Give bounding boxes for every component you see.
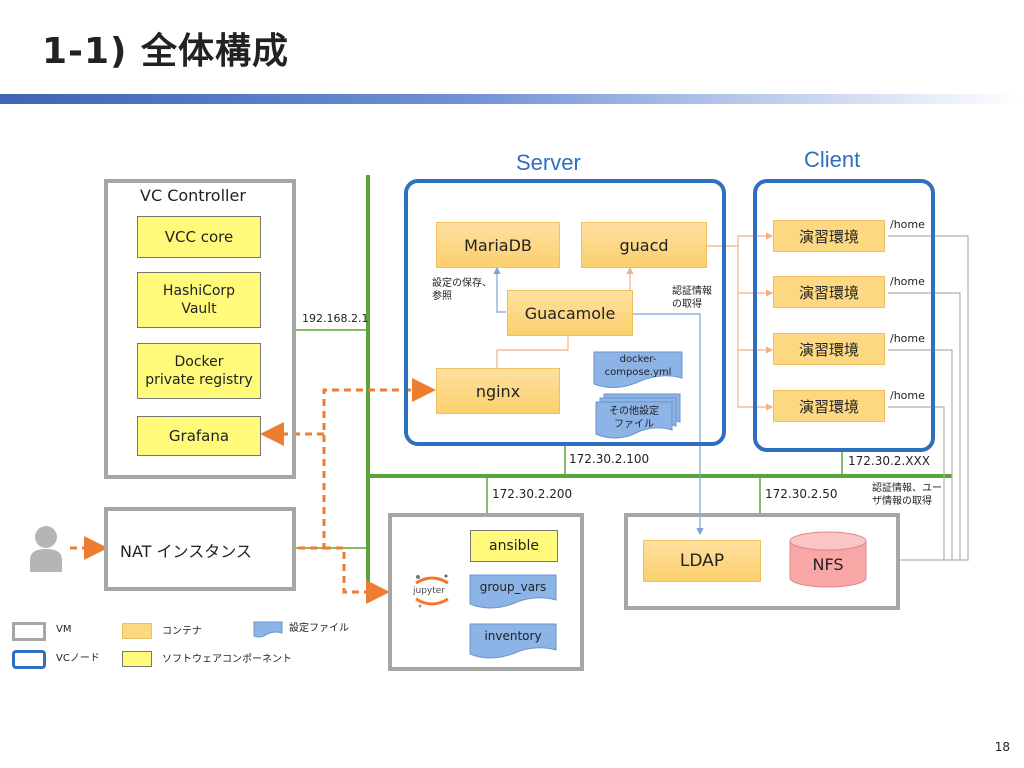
client-ip-label: 172.30.2.XXX: [848, 454, 930, 468]
ldap-box: LDAP: [643, 540, 761, 582]
nfs-mount-lines: [888, 235, 969, 561]
file-compose-shape: [593, 351, 683, 388]
mgmt-ip-label: 192.168.2.1: [302, 312, 369, 325]
group-vars-label: group_vars: [479, 580, 547, 594]
docker-registry-box: Docker private registry: [137, 343, 261, 399]
inventory-label: inventory: [484, 629, 542, 643]
practice-env-box-1: 演習環境: [773, 220, 885, 252]
jupyter-logo-icon: [415, 574, 449, 608]
server-node-frame: [404, 179, 726, 446]
vc-controller-frame: [104, 179, 296, 479]
legend-vm-swatch: [12, 622, 46, 641]
mount-line-3: [888, 349, 953, 560]
storage-vm-frame: [624, 513, 900, 610]
save-ref-note: 設定の保存、 参照: [432, 278, 492, 302]
server-auth-note: 認証情報 の取得: [672, 286, 712, 310]
guacamole-to-mariadb: [493, 266, 506, 313]
file-inventory-shape: [469, 623, 557, 659]
practice-env-box-4: 演習環境: [773, 390, 885, 422]
file-other-shape: [595, 401, 673, 439]
jupyter-vm-frame: [388, 513, 584, 671]
mount-line-1: [888, 235, 969, 561]
jupyter-ip-label: 172.30.2.200: [492, 487, 573, 501]
mount-line-2: [888, 292, 961, 560]
home-mount-label-2: /home: [890, 275, 925, 288]
server-ip-label: 172.30.2.100: [569, 452, 650, 466]
network-lines: [366, 175, 952, 590]
nginx-box: nginx: [436, 368, 560, 414]
legend-vc-node-label: VCノード: [56, 653, 100, 664]
client-node-frame: [753, 179, 935, 452]
user-icon: [30, 526, 62, 572]
flow-nat-to-nginx: [298, 378, 436, 550]
guacamole-box: Guacamole: [507, 290, 633, 336]
mariadb-box: MariaDB: [436, 222, 560, 268]
home-mount-label-4: /home: [890, 389, 925, 402]
nfs-cylinder: [789, 531, 867, 588]
client-title: Client: [804, 147, 861, 172]
practice-env-box-3: 演習環境: [773, 333, 885, 365]
hashicorp-vault-box: HashiCorp Vault: [137, 272, 261, 328]
config-file-shapes: [253, 351, 683, 659]
page-number: 18: [994, 740, 1010, 754]
practice-env-box-2: 演習環境: [773, 276, 885, 308]
nat-instance-frame: [104, 507, 296, 591]
ansible-box: ansible: [470, 530, 558, 562]
grafana-box: Grafana: [137, 416, 261, 456]
server-title: Server: [516, 150, 581, 175]
blue-lines: [493, 266, 704, 536]
guacamole-to-ldap: [632, 313, 704, 536]
legend-vm-label: VM: [56, 624, 72, 635]
guacd-line-4: [737, 350, 774, 411]
storage-auth-note: 認証情報、ユー ザ情報の取得: [872, 483, 942, 507]
home-mount-label-3: /home: [890, 332, 925, 345]
nat-instance-label: NAT インスタンス: [120, 542, 252, 561]
legend-container-label: コンテナ: [162, 626, 202, 637]
legend-config-file-label: 設定ファイル: [289, 623, 349, 634]
jupyter-logo-text: jupyter: [413, 586, 446, 596]
storage-ip-label: 172.30.2.50: [765, 487, 838, 501]
title-underline-bar: [0, 94, 1024, 104]
vc-controller-title: VC Controller: [140, 186, 246, 205]
flow-nat-to-jupyter: [324, 546, 390, 604]
file-group-vars-shape: [469, 574, 557, 609]
legend-software-swatch: [122, 651, 152, 667]
vcc-core-box: VCC core: [137, 216, 261, 258]
mount-line-4: [888, 406, 945, 560]
page-title: 1-1) 全体構成: [42, 31, 290, 72]
legend-config-file-shape: [253, 621, 283, 638]
other-config-file-label: その他設定 ファイル: [609, 406, 659, 430]
home-mount-label-1: /home: [890, 218, 925, 231]
legend-vc-node-swatch: [12, 650, 46, 669]
legend-software-label: ソフトウェアコンポーネント: [162, 654, 292, 665]
guacd-box: guacd: [581, 222, 707, 268]
legend-container-swatch: [122, 623, 152, 639]
compose-file-label: docker- compose.yml: [604, 354, 672, 378]
nfs-label: NFS: [812, 555, 844, 574]
network-branches: [296, 329, 843, 549]
